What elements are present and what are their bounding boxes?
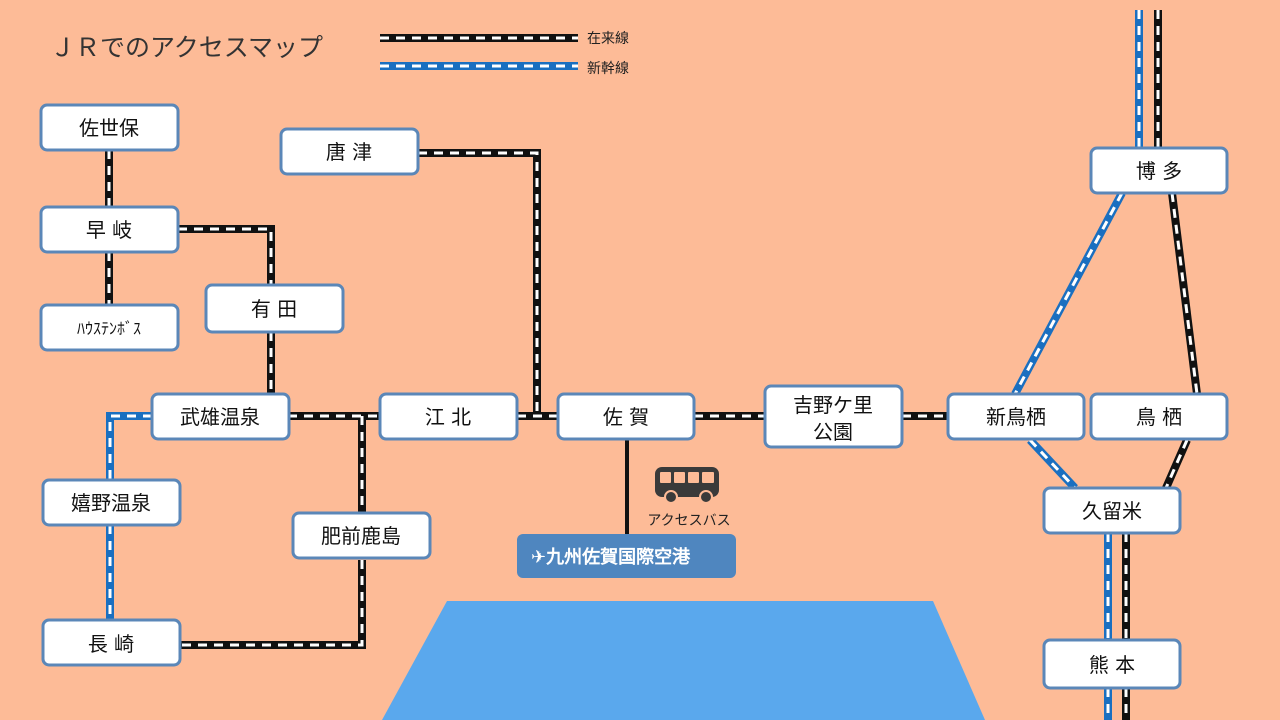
airport-label: ✈九州佐賀国際空港 — [531, 546, 691, 568]
legend-shinkansen-label: 新幹線 — [587, 60, 629, 77]
station-label: 鳥 栖 — [1136, 405, 1182, 429]
legend-conventional-label: 在来線 — [587, 31, 629, 47]
station-sasebo[interactable]: 佐世保 — [39, 103, 180, 152]
station-shin-tosu[interactable]: 新鳥栖 — [946, 392, 1086, 441]
station-label-line1: 吉野ケ里 — [793, 393, 873, 417]
station-label: 久留米 — [1082, 499, 1142, 523]
bus-label: アクセスバス — [647, 513, 730, 529]
station-huis-ten-bosch[interactable]: ﾊｳｽﾃﾝﾎﾞｽ — [39, 303, 180, 352]
conventional-lines — [105, 10, 1201, 720]
station-label: 熊 本 — [1089, 653, 1135, 677]
bus-icon — [655, 467, 719, 504]
map-title: ＪＲでのアクセスマップ — [50, 33, 323, 62]
station-label: 武雄温泉 — [180, 405, 260, 429]
station-haiki[interactable]: 早 岐 — [39, 205, 180, 254]
station-label: 佐世保 — [79, 116, 139, 140]
station-kurume[interactable]: 久留米 — [1042, 486, 1182, 535]
station-label: 江 北 — [425, 405, 471, 429]
station-nagasaki[interactable]: 長 崎 — [41, 618, 182, 667]
station-label: 肥前鹿島 — [321, 524, 401, 548]
station-saga[interactable]: 佐 賀 — [556, 392, 696, 441]
station-label: 嬉野温泉 — [71, 491, 151, 515]
station-label: 唐 津 — [326, 140, 372, 164]
station-hakata[interactable]: 博 多 — [1089, 146, 1229, 195]
station-arita[interactable]: 有 田 — [204, 283, 345, 334]
station-label: 有 田 — [251, 297, 297, 321]
station-kumamoto[interactable]: 熊 本 — [1042, 638, 1182, 690]
station-label: 長 崎 — [88, 632, 134, 656]
station-karatsu[interactable]: 唐 津 — [279, 127, 420, 176]
station-label: 早 岐 — [86, 218, 132, 242]
station-ureshino-onsen[interactable]: 嬉野温泉 — [41, 478, 182, 527]
station-takeo-onsen[interactable]: 武雄温泉 — [150, 392, 291, 441]
sea-area — [382, 601, 985, 720]
station-label: ﾊｳｽﾃﾝﾎﾞｽ — [77, 319, 141, 338]
station-label-line2: 公園 — [813, 420, 853, 444]
station-label: 佐 賀 — [603, 405, 649, 429]
station-kouhoku[interactable]: 江 北 — [378, 392, 519, 441]
station-label: 新鳥栖 — [986, 405, 1046, 429]
shinkansen-lines — [106, 10, 1143, 720]
airport-badge[interactable]: ✈九州佐賀国際空港 — [517, 534, 736, 578]
station-tosu[interactable]: 鳥 栖 — [1089, 392, 1229, 441]
station-yoshinogari-koen[interactable]: 吉野ケ里 公園 — [763, 384, 904, 449]
station-label: 博 多 — [1136, 159, 1182, 183]
legend: 在来線 新幹線 — [380, 31, 629, 77]
station-hizen-kashima[interactable]: 肥前鹿島 — [291, 511, 432, 560]
